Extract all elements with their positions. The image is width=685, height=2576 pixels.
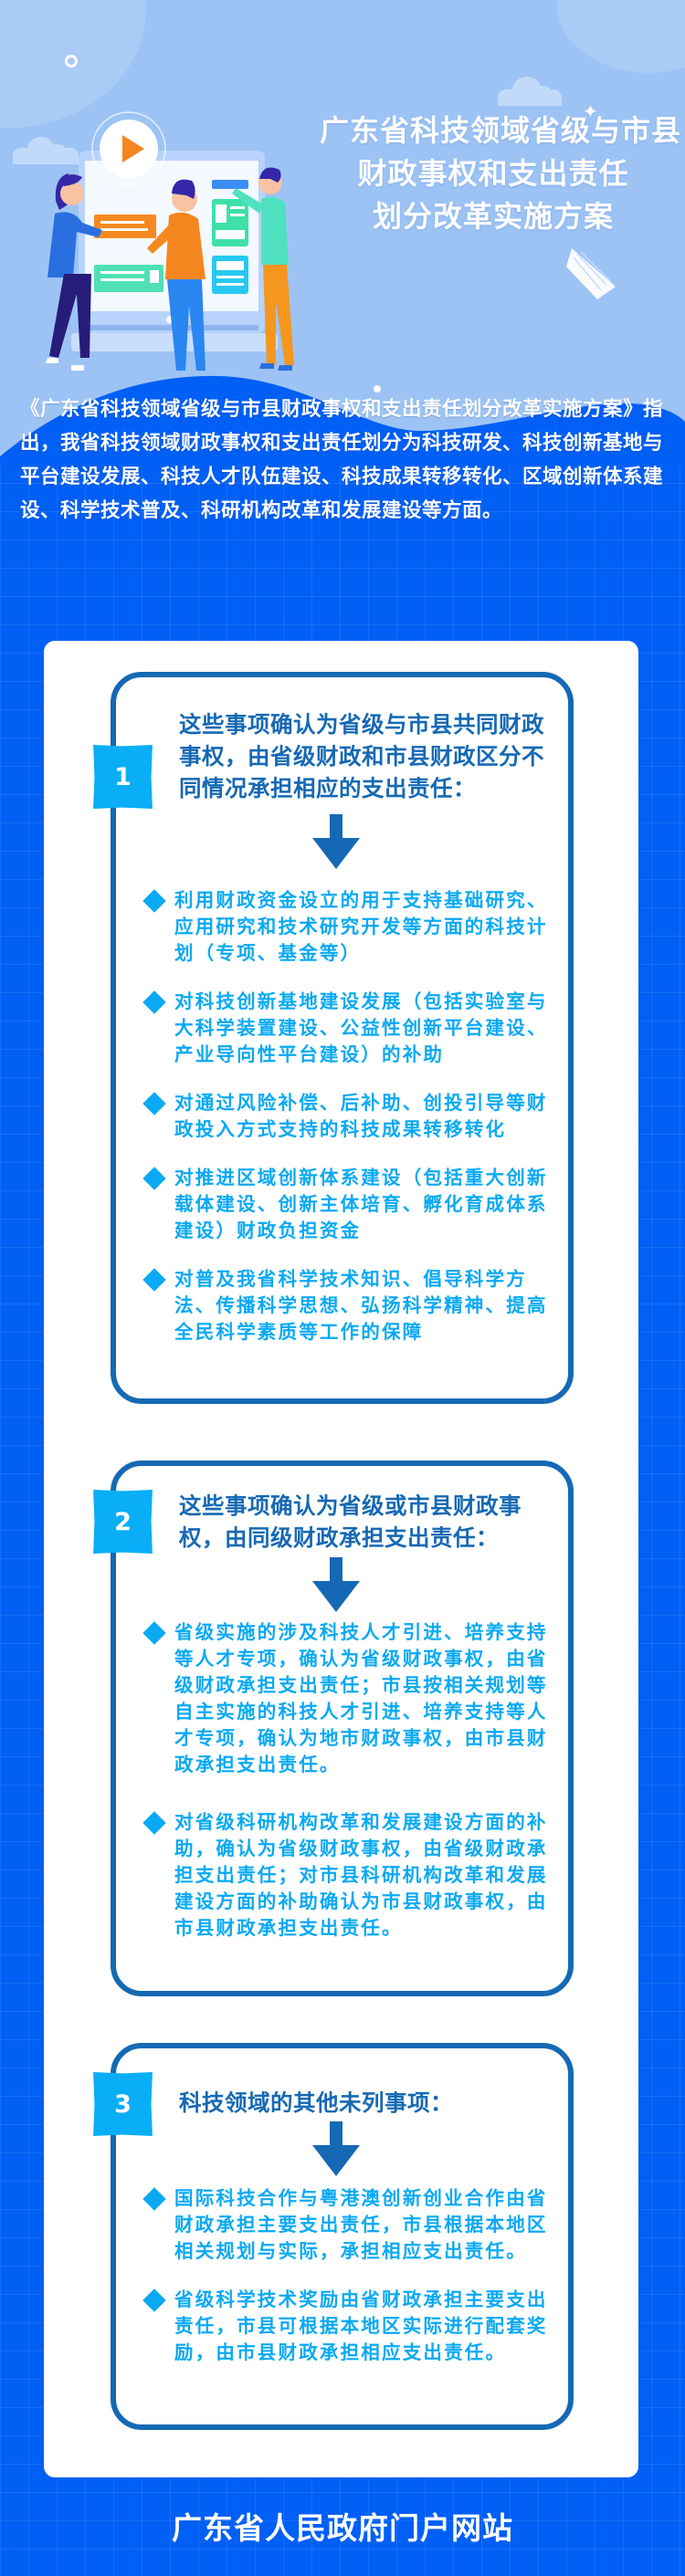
diamond-bullet-icon <box>142 1092 166 1115</box>
team-presentation-illustration <box>46 111 294 371</box>
intro-paragraph: 《广东省科技领域省级与市县财政事权和支出责任划分改革实施方案》指出，我省科技领域… <box>20 398 664 522</box>
dot-decoration-icon <box>374 385 381 393</box>
list-item: 对通过风险补偿、后补助、创投引导等财政投入方式支持的科技成果转移转化 <box>142 1090 549 1143</box>
list-item: 利用财政资金设立的用于支持基础研究、应用研究和技术研究开发等方面的科技计划（专项… <box>142 887 549 967</box>
diamond-bullet-icon <box>142 1621 166 1645</box>
diamond-bullet-icon <box>142 1268 166 1292</box>
list-item: 省级科学技术奖励由省财政承担主要支出责任，市县可根据本地区实际进行配套奖励，由市… <box>142 2287 549 2366</box>
list-item: 对省级科研机构改革和发展建设方面的补助，确认为省级财政事权，由省级财政承担支出责… <box>142 1809 549 1942</box>
section-heading: 科技领域的其他未列事项： <box>179 2089 453 2116</box>
list-item: 国际科技合作与粤港澳创新创业合作由省财政承担主要支出责任，市县根据本地区相关规划… <box>142 2185 549 2265</box>
section-number-badge: 2 <box>93 1490 153 1554</box>
list-item: 对普及我省科学技术知识、倡导科学方法、传播科学思想、弘扬科学精神、提高全民科学素… <box>142 1266 549 1346</box>
arrow-down-icon <box>312 814 360 869</box>
decorative-blob <box>557 0 685 73</box>
title-line: 划分改革实施方案 <box>372 199 614 234</box>
item-list: 国际科技合作与粤港澳创新创业合作由省财政承担主要支出责任，市县根据本地区相关规划… <box>142 2185 549 2388</box>
sparkle-icon: ✦ <box>583 100 598 122</box>
list-item: 对推进区域创新体系建设（包括重大创新载体建设、创新主体培育、孵化育成体系建设）财… <box>142 1165 549 1244</box>
paper-document-icon <box>566 248 616 299</box>
diamond-bullet-icon <box>142 2187 166 2211</box>
section-1: 1 这些事项确认为省级与市县共同财政事权，由省级财政和市县财政区分不同情况承担相… <box>93 672 574 1404</box>
section-3: 3 科技领域的其他未列事项： 国际科技合作与粤港澳创新创业合作由省财政承担主要支… <box>93 2043 574 2430</box>
title-line: 财政事权和支出责任 <box>357 156 629 191</box>
list-item: 省级实施的涉及科技人才引进、培养支持等人才专项，确认为省级财政事权，由省级财政承… <box>142 1619 549 1778</box>
diamond-bullet-icon <box>142 1167 166 1190</box>
content-card: 1 这些事项确认为省级与市县共同财政事权，由省级财政和市县财政区分不同情况承担相… <box>44 641 638 2477</box>
section-heading: 这些事项确认为省级与市县共同财政事权，由省级财政和市县财政区分不同情况承担相应的… <box>179 711 544 801</box>
item-list: 省级实施的涉及科技人才引进、培养支持等人才专项，确认为省级财政事权，由省级财政承… <box>142 1619 549 1963</box>
section-heading: 这些事项确认为省级或市县财政事权，由同级财政承担支出责任： <box>179 1492 522 1551</box>
section-2: 2 这些事项确认为省级或市县财政事权，由同级财政承担支出责任： 省级实施的涉及科… <box>93 1461 574 1996</box>
hero-banner: ✦ <box>0 0 685 456</box>
list-item: 对科技创新基地建设发展（包括实验室与大科学装置建设、公益性创新平台建设、产业导向… <box>142 989 549 1068</box>
arrow-down-icon <box>312 1557 360 1612</box>
diamond-bullet-icon <box>142 1811 166 1835</box>
cloud-icon <box>498 77 562 106</box>
diamond-bullet-icon <box>142 2288 166 2312</box>
wave-divider <box>0 375 685 466</box>
ring-decoration-icon <box>65 55 78 68</box>
diamond-bullet-icon <box>142 889 166 913</box>
arrow-down-icon <box>312 2121 360 2176</box>
page-title: 广东省科技领域省级与市县 财政事权和支出责任 划分改革实施方案 <box>320 110 682 238</box>
source-footer: 广东省人民政府门户网站 <box>172 2510 513 2546</box>
diamond-bullet-icon <box>142 990 166 1014</box>
cloud-icon <box>13 135 79 164</box>
title-line: 广东省科技领域省级与市县 <box>320 113 682 148</box>
section-number-badge: 3 <box>93 2072 153 2136</box>
section-number-badge: 1 <box>93 745 153 809</box>
item-list: 利用财政资金设立的用于支持基础研究、应用研究和技术研究开发等方面的科技计划（专项… <box>142 887 549 1367</box>
